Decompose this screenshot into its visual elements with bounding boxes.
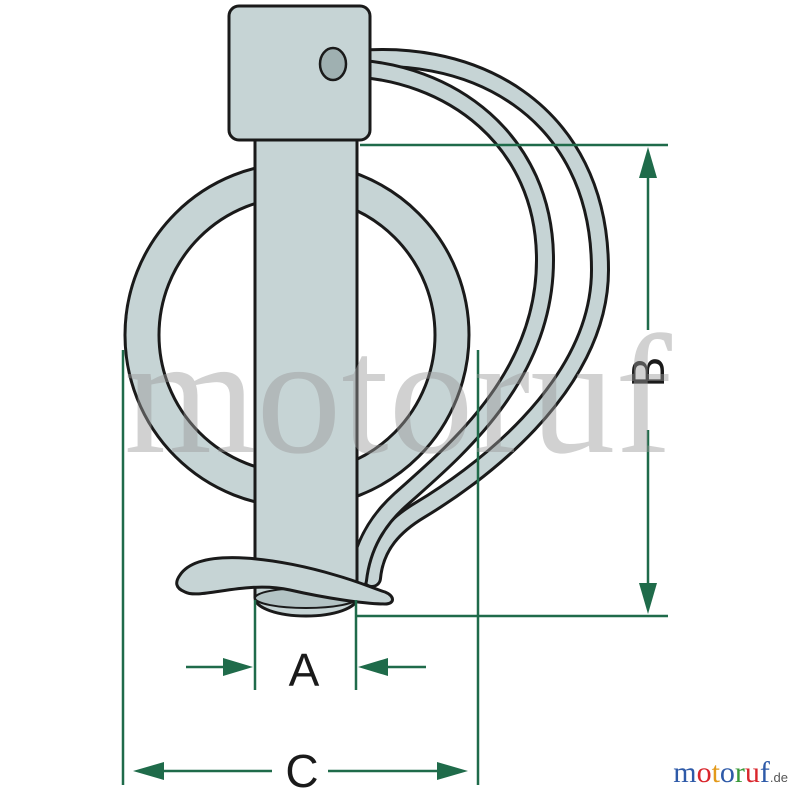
- pin-head: [227, 4, 372, 142]
- clip-foot: [175, 556, 394, 606]
- dimension-a-left-arrow: [223, 658, 253, 676]
- brand-letter: o: [719, 756, 735, 789]
- brand-letter: r: [734, 756, 745, 789]
- dimension-a-label: A: [289, 644, 320, 696]
- dimension-b-bottom-arrow: [639, 583, 657, 614]
- brand-tld: .de: [769, 770, 788, 785]
- brand-letter: m: [673, 756, 697, 789]
- brand-logo: motoruf.de: [673, 756, 788, 790]
- brand-letter: u: [744, 756, 760, 789]
- dimension-a-right-arrow: [358, 658, 388, 676]
- dimension-c-left-arrow: [133, 762, 164, 780]
- dimension-a: A: [186, 600, 426, 696]
- dimension-b: B: [355, 143, 674, 618]
- dimension-b-top-arrow: [639, 147, 657, 178]
- spring-bow: [325, 48, 611, 590]
- brand-letter: f: [759, 756, 770, 789]
- dimension-c: C: [121, 350, 480, 797]
- dimension-c-label: C: [285, 745, 318, 797]
- watermark: motoruf: [124, 301, 672, 489]
- brand-wordmark: motoruf: [673, 756, 770, 789]
- brand-letter: o: [696, 756, 712, 789]
- dimension-b-label: B: [622, 357, 674, 388]
- brand-letter: t: [711, 756, 720, 789]
- dimension-c-right-arrow: [437, 762, 468, 780]
